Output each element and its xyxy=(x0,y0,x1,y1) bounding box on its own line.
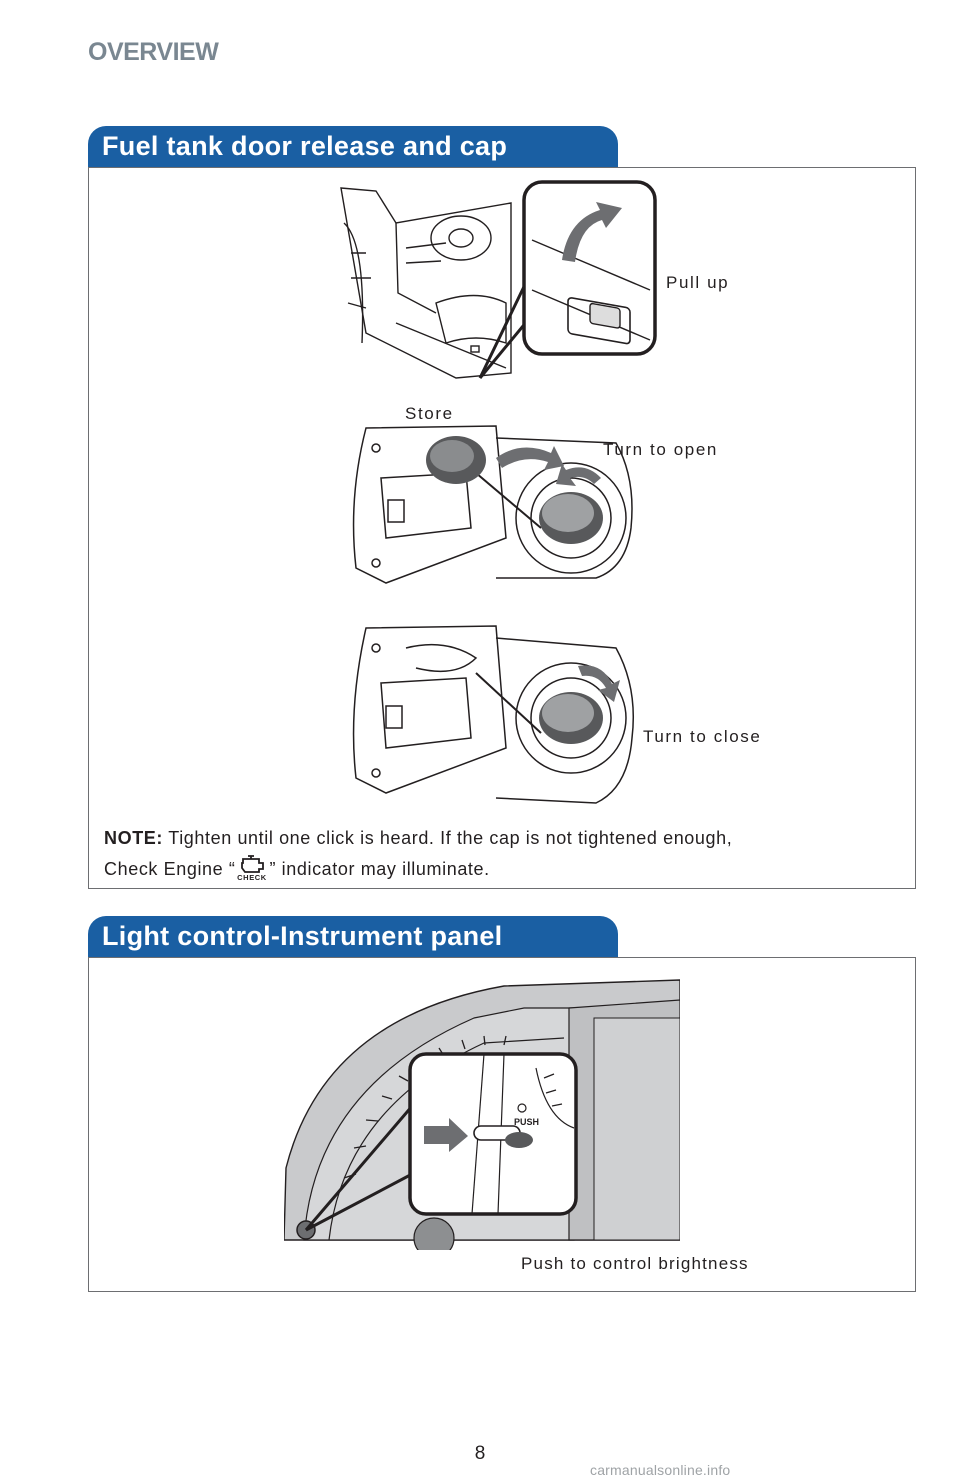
note-prefix: NOTE: xyxy=(104,828,163,848)
footer-watermark: carmanualsonline.info xyxy=(590,1462,731,1478)
label-pull-up: Pull up xyxy=(666,273,730,292)
fuel-note: NOTE: Tighten until one click is heard. … xyxy=(104,823,904,885)
label-push-brightness: Push to control brightness xyxy=(521,1254,749,1273)
note-line2-after: ” indicator may illuminate. xyxy=(269,859,490,879)
note-line1: Tighten until one click is heard. If the… xyxy=(163,828,733,848)
check-engine-icon: CHECK xyxy=(238,855,268,881)
fuel-section-title: Fuel tank door release and cap xyxy=(88,126,618,168)
fuel-panel xyxy=(88,167,916,889)
label-store: Store xyxy=(405,404,454,423)
fuel-door-open-illustration xyxy=(352,425,633,584)
section-header: OVERVIEW xyxy=(88,38,219,66)
note-line2-before: Check Engine “ xyxy=(104,859,236,879)
instrument-panel-illustration: PUSH xyxy=(284,979,680,1250)
release-lever-callout xyxy=(478,180,657,379)
label-turn-to-open: Turn to open xyxy=(603,440,718,459)
fuel-door-close-illustration xyxy=(352,625,635,804)
push-label: PUSH xyxy=(514,1117,539,1127)
page-number: 8 xyxy=(474,1443,486,1464)
label-turn-to-close: Turn to close xyxy=(643,727,762,746)
light-section-title: Light control-Instrument panel xyxy=(88,916,618,958)
check-engine-icon-text: CHECK xyxy=(238,873,268,881)
